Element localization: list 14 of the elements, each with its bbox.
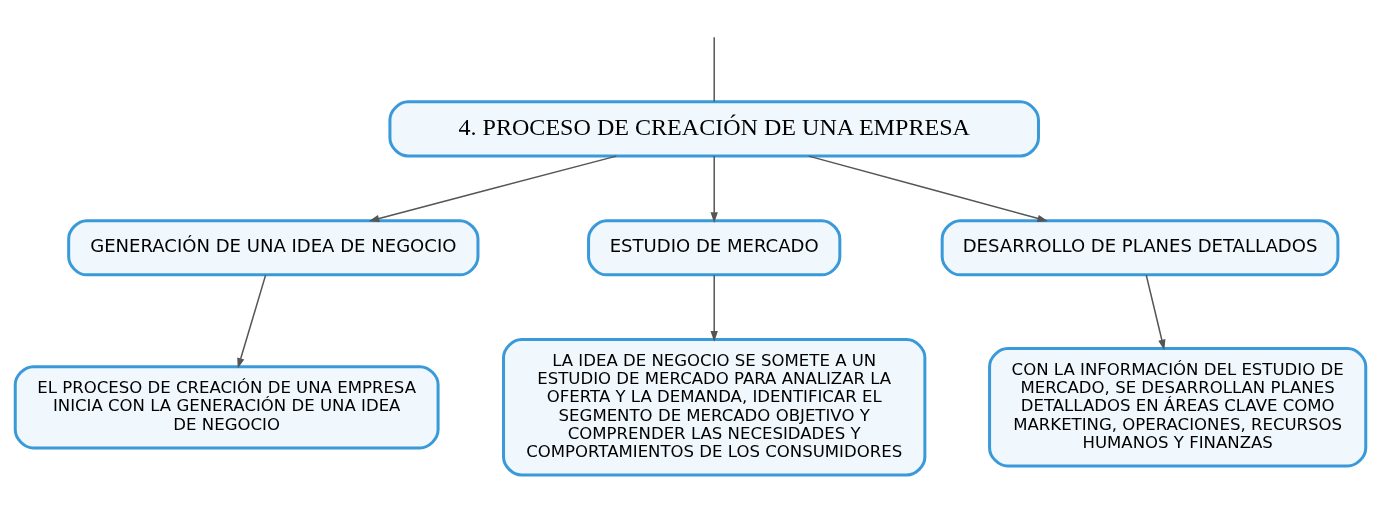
node-box: LA IDEA DE NEGOCIO SE SOMETE A UN ESTUDIO DE MERCADO PARA ANALIZAR LA OFERTA Y LA DEMANDA, IDENTIFICAR EL SEGMENTO DE MERCADO OBJETIVO Y COMPRENDER LAS NECESIDADES Y COMPORTAMIENTOS DE LOS CONSUMIDORES [502,338,927,477]
arrow [237,274,267,369]
node-box: EL PROCESO DE CREACIÓN DE UNA EMPRESA INICIA CON LA GENERACIÓN DE UNA IDEA DE NEGOCIO [13,365,440,450]
node-box: GENERACIÓN DE UNA IDEA DE NEGOCIO [67,219,480,277]
node-box: 4. PROCESO DE CREACIÓN DE UNA EMPRESA [388,100,1040,158]
arrow [710,155,718,223]
node-box: ESTUDIO DE MERCADO [587,219,842,277]
node-box: CON LA INFORMACIÓN DEL ESTUDIO DE MERCADO, SE DESARROLLAN PLANES DETALLADOS EN ÁREAS CLAVE COMO MARKETING, OPERACIONES, RECURSOS HUMANOS Y FINANZAS [988,347,1368,468]
arrow [807,155,1048,222]
connector [713,36,715,103]
arrow [710,274,718,342]
arrow [1145,274,1166,351]
arrow [368,155,618,223]
node-box: DESARROLLO DE PLANES DETALLADOS [940,219,1340,277]
